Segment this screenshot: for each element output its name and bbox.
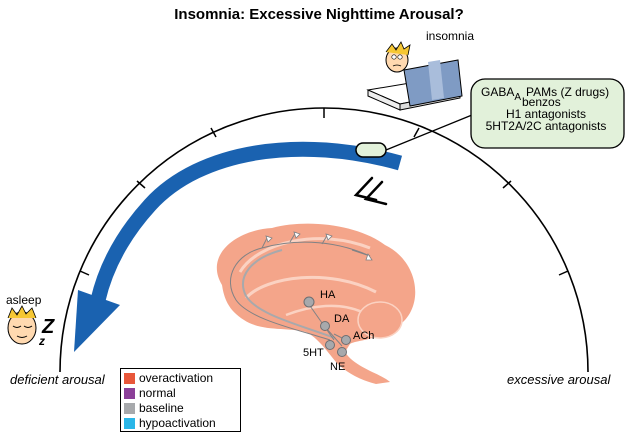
pill-callout-line bbox=[385, 114, 473, 151]
arc-tick bbox=[558, 270, 569, 276]
legend-item: normal bbox=[124, 386, 237, 401]
legend-swatch bbox=[124, 388, 135, 399]
excessive-arousal-label: excessive arousal bbox=[507, 372, 611, 387]
arc-tick bbox=[136, 180, 146, 189]
ne-label: NE bbox=[330, 361, 345, 373]
arc-tick bbox=[79, 270, 90, 276]
insomnia-bed-icon bbox=[366, 41, 463, 111]
legend-swatch bbox=[124, 418, 135, 429]
drug-h1: H1 antagonists bbox=[506, 107, 586, 121]
arc-tick bbox=[502, 180, 512, 189]
da-label: DA bbox=[334, 313, 350, 325]
ach-nucleus bbox=[341, 335, 351, 345]
ach-label: ACh bbox=[353, 330, 374, 342]
brain-sagittal bbox=[216, 223, 416, 384]
zzz-big: Z bbox=[41, 316, 55, 338]
asleep-label: asleep bbox=[6, 293, 42, 307]
hypnotic-drugs-box: GABAA PAMs (Z drugs) benzos H1 antagonis… bbox=[470, 78, 625, 149]
deficient-arousal-label: deficient arousal bbox=[10, 372, 106, 387]
diagram-title: Insomnia: Excessive Nighttime Arousal? bbox=[174, 6, 464, 23]
drug-pams: PAMs (Z drugs) bbox=[526, 85, 609, 99]
5ht-label: 5HT bbox=[303, 347, 324, 359]
ha-nucleus bbox=[303, 296, 315, 308]
insomnia-label: insomnia bbox=[426, 29, 474, 43]
drug-gaba-subscript: A bbox=[514, 92, 521, 103]
legend-label: overactivation bbox=[139, 371, 214, 385]
decrease-chevrons-icon bbox=[353, 176, 388, 206]
arousal-reduction-arrow bbox=[74, 141, 403, 352]
drug-pill-icon bbox=[355, 142, 387, 158]
legend-item: hypoactivation bbox=[124, 416, 237, 431]
legend-swatch bbox=[124, 373, 135, 384]
drug-5ht: 5HT2A/2C antagonists bbox=[486, 119, 607, 133]
svg-text:GABAA: GABAA bbox=[481, 85, 521, 103]
legend-swatch bbox=[124, 403, 135, 414]
legend-label: normal bbox=[139, 386, 176, 400]
zzz-small: z bbox=[38, 334, 45, 348]
ne-nucleus bbox=[337, 347, 347, 357]
5ht-nucleus bbox=[325, 340, 335, 350]
legend-label: baseline bbox=[139, 401, 184, 415]
drug-benzos: benzos bbox=[522, 95, 561, 109]
ha-label: HA bbox=[320, 289, 336, 301]
arc-tick bbox=[413, 127, 420, 138]
arousal-scale-arc bbox=[59, 107, 589, 373]
arc-tick bbox=[210, 127, 217, 138]
legend-label: hypoactivation bbox=[139, 416, 216, 430]
legend-item: overactivation bbox=[124, 371, 237, 386]
da-nucleus bbox=[320, 321, 330, 331]
sleeping-face-icon bbox=[7, 305, 37, 345]
drug-gaba: GABA bbox=[481, 85, 514, 99]
legend-item: baseline bbox=[124, 401, 237, 416]
